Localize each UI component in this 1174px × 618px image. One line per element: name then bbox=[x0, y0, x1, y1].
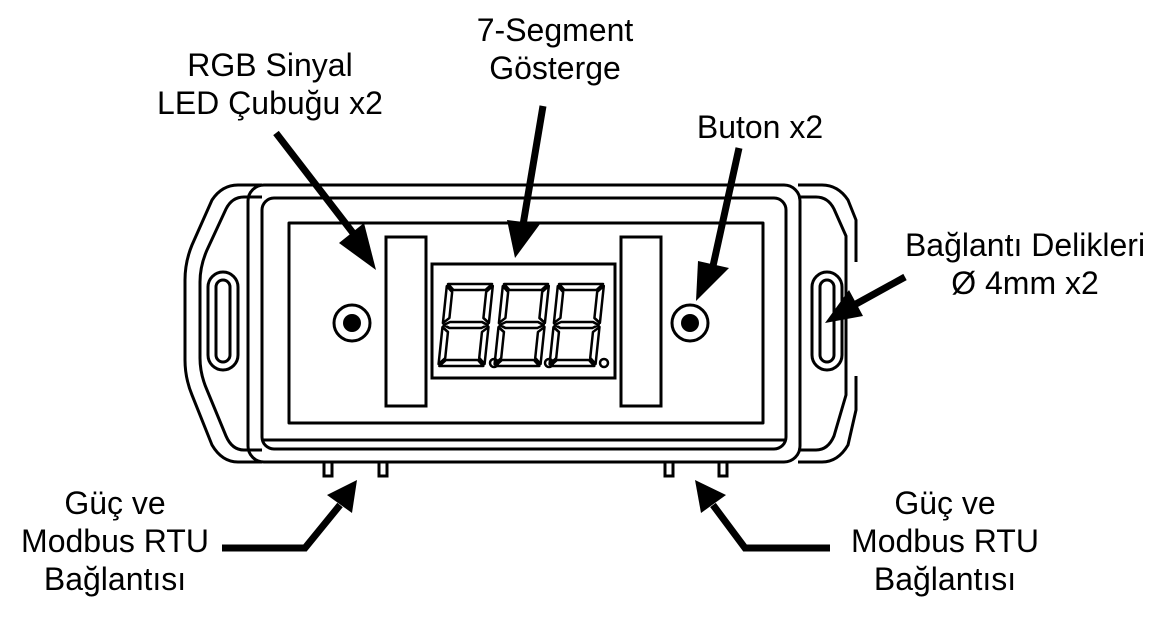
right-mount-flange-lower bbox=[798, 376, 858, 464]
label-button-line1: Buton x2 bbox=[696, 109, 824, 145]
arrow-led-shaft bbox=[273, 130, 356, 236]
pin-1 bbox=[322, 460, 334, 478]
seven-segment-display bbox=[430, 262, 617, 380]
arrow-button-shaft bbox=[709, 147, 743, 267]
label-seven-segment-line2: Gösterge bbox=[489, 50, 621, 86]
leader-lines bbox=[222, 105, 907, 552]
decimal-point-3 bbox=[598, 357, 610, 369]
label-rgb-led: RGB Sinyal LED Çubuğu x2 bbox=[100, 46, 440, 122]
label-rgb-led-line1: RGB Sinyal bbox=[187, 47, 353, 83]
button-right[interactable] bbox=[670, 303, 710, 343]
pin-4 bbox=[717, 460, 729, 478]
button-left[interactable] bbox=[332, 303, 372, 343]
decimal-point-2 bbox=[543, 357, 555, 369]
digit-3 bbox=[548, 282, 606, 368]
label-mount-holes-line2: Ø 4mm x2 bbox=[951, 265, 1099, 301]
label-power-right-line1: Güç ve bbox=[894, 485, 996, 521]
arrow-power-right-head bbox=[695, 480, 726, 513]
arrow-mount-shaft bbox=[854, 273, 907, 308]
rgb-led-bars bbox=[384, 235, 663, 408]
label-seven-segment: 7-Segment Gösterge bbox=[430, 11, 680, 87]
mount-hole-left-inner bbox=[214, 278, 232, 364]
arrow-mount-head bbox=[825, 290, 863, 323]
left-mount-flange bbox=[183, 183, 262, 464]
mount-holes bbox=[206, 270, 844, 372]
arrow-power-right-shaft bbox=[710, 502, 830, 552]
arrow-power-left-head bbox=[327, 480, 357, 513]
digit-1 bbox=[437, 282, 495, 368]
mount-hole-right bbox=[810, 270, 844, 372]
label-mount-holes: Bağlantı Delikleri Ø 4mm x2 bbox=[880, 226, 1170, 302]
label-seven-segment-line1: 7-Segment bbox=[476, 12, 634, 48]
pin-2 bbox=[377, 460, 389, 478]
arrow-display-shaft bbox=[519, 105, 547, 226]
label-power-left-line1: Güç ve bbox=[64, 485, 166, 521]
label-mount-holes-line1: Bağlantı Delikleri bbox=[904, 227, 1146, 263]
arrow-button-head bbox=[696, 261, 729, 301]
label-power-left-line3: Bağlantısı bbox=[43, 561, 187, 597]
connector-pins bbox=[322, 460, 729, 478]
label-power-left-line2: Modbus RTU bbox=[21, 523, 209, 559]
decimal-point-1 bbox=[488, 357, 500, 369]
left-mount-flange-inner bbox=[198, 195, 262, 452]
display-window bbox=[430, 262, 617, 380]
arrow-led-head bbox=[339, 223, 376, 270]
led-bar-right bbox=[619, 235, 663, 408]
arrow-power-left-shaft bbox=[222, 502, 343, 552]
label-button: Buton x2 bbox=[660, 108, 860, 146]
label-power-right: Güç ve Modbus RTU Bağlantısı bbox=[830, 484, 1060, 598]
right-mount-flange bbox=[798, 183, 858, 262]
enclosure-body-outer bbox=[246, 183, 802, 464]
arrow-heads bbox=[327, 220, 863, 513]
label-power-right-line3: Bağlantısı bbox=[873, 561, 1017, 597]
arrow-display-head bbox=[507, 220, 540, 258]
right-mount-flange-inner bbox=[798, 195, 848, 452]
led-bar-left bbox=[384, 235, 428, 408]
label-rgb-led-line2: LED Çubuğu x2 bbox=[157, 85, 383, 121]
pin-3 bbox=[663, 460, 675, 478]
digit-2 bbox=[493, 282, 551, 368]
mount-hole-left bbox=[206, 270, 240, 372]
label-power-left: Güç ve Modbus RTU Bağlantısı bbox=[0, 484, 230, 598]
label-power-right-line2: Modbus RTU bbox=[851, 523, 1039, 559]
